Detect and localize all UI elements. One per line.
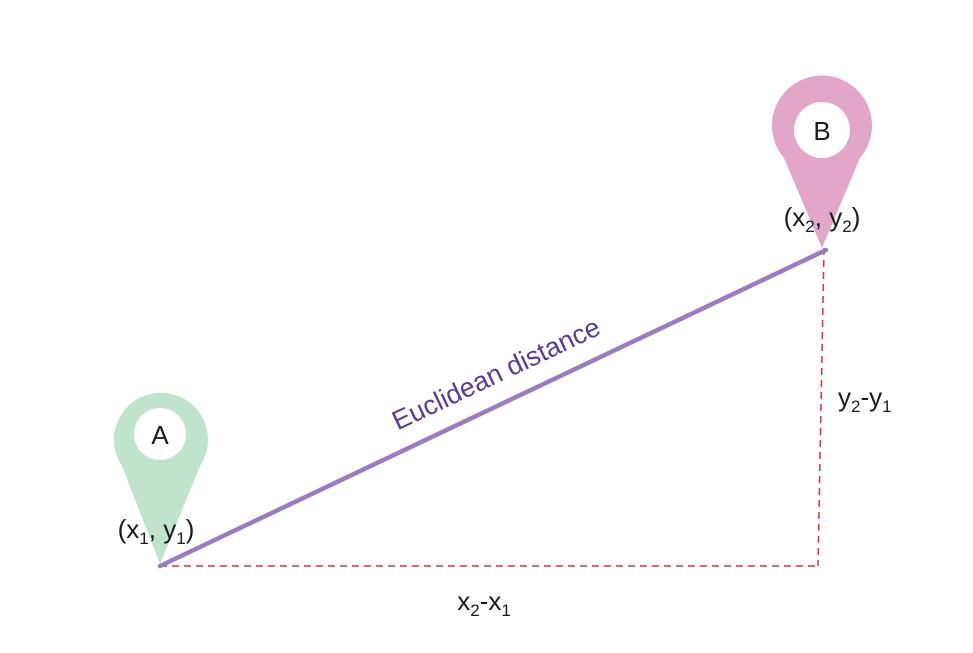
pin-b-hole [794, 102, 850, 158]
pin-b-label: B [813, 116, 830, 146]
euclidean-distance-label: Euclidean distance [387, 312, 605, 436]
pin-a-label: A [151, 420, 169, 450]
pin-a: A [114, 392, 208, 564]
pin-b: B [771, 75, 872, 249]
vertical-leg [817, 247, 825, 567]
point-a-coordinates: (x1, y1) [118, 514, 195, 548]
delta-y-label: y2-y1 [838, 382, 892, 416]
euclidean-distance-line [157, 247, 829, 569]
pin-a-hole [134, 408, 186, 460]
delta-x-label: x2-x1 [457, 586, 511, 620]
point-b-coordinates: (x2, y2) [784, 202, 861, 236]
